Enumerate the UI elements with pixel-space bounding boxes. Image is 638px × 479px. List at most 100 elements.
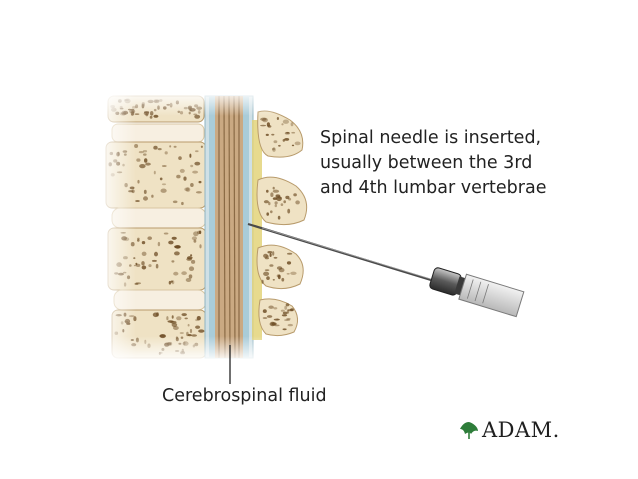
bone-pore xyxy=(163,232,169,235)
syringe xyxy=(429,267,525,318)
bone-pore xyxy=(293,193,297,197)
bone-pore xyxy=(286,132,290,134)
bone-pore xyxy=(189,328,193,334)
spinous-process xyxy=(256,176,308,226)
bone-pore xyxy=(151,259,157,262)
bone-pore xyxy=(262,317,268,319)
bone-pore xyxy=(159,177,163,181)
bone-pore xyxy=(277,274,281,280)
needle-annotation-line: usually between the 3rd xyxy=(320,153,533,173)
bone-pore xyxy=(274,201,278,205)
bone-pore xyxy=(266,122,270,127)
bone-pore xyxy=(176,174,181,179)
bone-pore xyxy=(262,117,268,123)
bone-pore xyxy=(278,196,282,199)
bone-pore xyxy=(198,329,205,333)
bone-pore xyxy=(269,253,272,257)
logo-text: ADAM. xyxy=(482,418,560,442)
bone-pore xyxy=(264,269,270,271)
bone-pore xyxy=(144,158,148,163)
bone-pore xyxy=(164,151,168,155)
bone-pore xyxy=(185,187,191,192)
bone-pore xyxy=(276,196,282,202)
bone-pore xyxy=(198,230,202,235)
bone-pore xyxy=(261,279,264,284)
bone-pore xyxy=(287,323,293,327)
bone-pore xyxy=(187,323,190,327)
bone-pore xyxy=(161,165,167,167)
bone-pore xyxy=(280,203,284,207)
bone-pore xyxy=(179,168,185,173)
bone-pore xyxy=(285,303,290,307)
spinous-process xyxy=(258,298,298,337)
bone-pore xyxy=(280,309,285,312)
epidural-fat xyxy=(252,120,262,340)
bone-pore xyxy=(190,254,193,257)
bone-pore xyxy=(142,150,148,153)
bone-pore xyxy=(286,318,291,320)
bone-pore xyxy=(270,210,273,214)
bone-pore xyxy=(269,264,274,267)
bone-pore xyxy=(141,261,145,266)
bone-pore xyxy=(183,176,187,181)
bone-pore xyxy=(141,251,147,256)
bone-pore xyxy=(191,236,197,241)
bone-pore xyxy=(172,200,178,204)
bone-pore xyxy=(160,188,167,193)
bone-pore xyxy=(197,230,201,235)
bone-pore xyxy=(190,183,194,187)
bone-pore xyxy=(200,145,203,148)
bone-pore xyxy=(141,241,146,245)
bone-pore xyxy=(171,315,174,319)
bone-pore xyxy=(282,311,288,315)
bone-pore xyxy=(263,200,269,204)
needle-annotation-line: Spinal needle is inserted, xyxy=(320,128,542,148)
bone-pore xyxy=(153,170,156,175)
bone-pore xyxy=(143,196,148,201)
bone-pore xyxy=(277,215,281,220)
bone-pore xyxy=(187,256,193,260)
bone-pore xyxy=(273,256,278,259)
bone-pore xyxy=(171,236,177,240)
spinal-canal xyxy=(204,95,262,359)
bone-pore xyxy=(284,138,290,141)
bone-pore xyxy=(272,189,280,193)
bone-pore xyxy=(173,271,179,276)
bone-pore xyxy=(174,251,180,256)
bone-pore xyxy=(193,239,197,243)
bone-pore xyxy=(195,325,201,329)
bone-pore xyxy=(278,144,281,147)
bone-pore xyxy=(192,170,199,174)
bone-pore xyxy=(273,307,278,310)
bone-pore xyxy=(268,305,274,309)
bone-pore xyxy=(170,280,173,283)
bone-pore xyxy=(284,305,288,310)
bone-pore xyxy=(281,277,285,282)
bone-pore xyxy=(273,318,280,321)
bone-pore xyxy=(286,309,290,314)
bone-pore xyxy=(295,200,300,205)
bone-pore xyxy=(139,164,146,169)
bone-pore xyxy=(276,117,279,120)
bone-pore xyxy=(135,200,140,202)
bone-pore xyxy=(148,264,152,268)
bone-pore xyxy=(179,332,184,334)
bone-pore xyxy=(282,328,287,331)
bone-pore xyxy=(262,309,267,313)
bone-pore xyxy=(294,141,301,146)
bone-pore xyxy=(190,164,194,168)
bone-pore xyxy=(199,244,202,249)
bone-pore xyxy=(185,278,192,282)
bone-pore xyxy=(290,308,294,312)
bone-pore xyxy=(191,259,196,264)
bone-pore xyxy=(156,312,159,317)
bone-pore xyxy=(137,239,140,242)
bone-pore xyxy=(184,187,190,192)
bone-pore xyxy=(283,200,287,204)
bone-pore xyxy=(143,189,147,194)
bone-pore xyxy=(138,151,144,154)
bone-pore xyxy=(136,158,141,162)
bone-pore xyxy=(174,245,181,249)
bone-pore xyxy=(168,280,172,285)
